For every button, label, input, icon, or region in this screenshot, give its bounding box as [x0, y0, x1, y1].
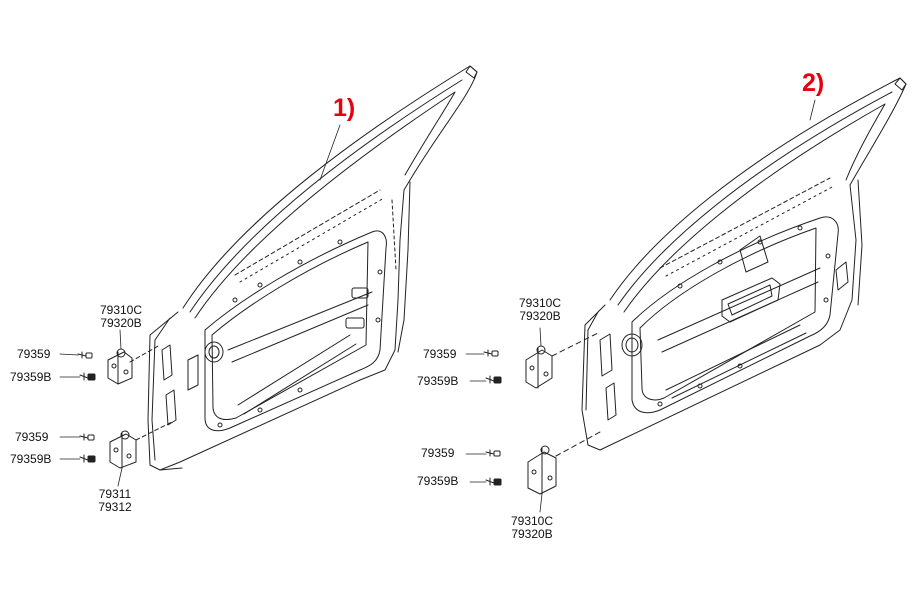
- right-lower-hinge: [527, 431, 601, 495]
- right-leader-lines: [465, 99, 816, 513]
- left-bolt-upper-b-label: 79359B: [10, 370, 52, 384]
- left-upper-hinge-part-2: 79320B: [100, 316, 142, 330]
- right-bolt-lower-a-label: 79359: [421, 446, 455, 460]
- left-bolt-upper-a-label: 79359: [17, 347, 51, 361]
- right-upper-hinge-part-2: 79320B: [519, 309, 561, 323]
- right-bolt-lower-b-label: 79359B: [417, 474, 459, 488]
- left-lower-hinge-label: 79311 79312: [89, 488, 141, 514]
- right-upper-hinge: [525, 331, 601, 389]
- left-leader-lines: [59, 124, 341, 487]
- left-lower-hinge: [109, 421, 173, 469]
- left-upper-hinge-label: 79310C 79320B: [93, 304, 149, 330]
- right-bolt-upper-a-label: 79359: [423, 347, 457, 361]
- right-upper-hinge-part-1: 79310C: [518, 296, 562, 310]
- right-bolt-upper-b-label: 79359B: [417, 374, 459, 388]
- callout-right-door: 2): [802, 69, 825, 97]
- left-door-panel: [147, 65, 478, 471]
- callout-left-door: 1): [333, 94, 356, 122]
- right-lower-hinge-part-2: 79320B: [511, 527, 553, 541]
- right-lower-hinge-label: 79310C 79320B: [504, 515, 560, 541]
- left-bolts: [77, 351, 96, 463]
- left-lower-hinge-part-1: 79311: [98, 487, 132, 501]
- left-upper-hinge-part-1: 79310C: [99, 303, 143, 317]
- left-bolt-lower-b-label: 79359B: [10, 452, 52, 466]
- left-upper-hinge: [107, 344, 161, 385]
- right-upper-hinge-label: 79310C 79320B: [512, 297, 568, 323]
- left-lower-hinge-part-2: 79312: [98, 500, 132, 514]
- right-bolts: [483, 349, 502, 486]
- left-bolt-lower-a-label: 79359: [15, 430, 49, 444]
- right-door-panel: [581, 77, 907, 451]
- right-lower-hinge-part-1: 79310C: [510, 514, 554, 528]
